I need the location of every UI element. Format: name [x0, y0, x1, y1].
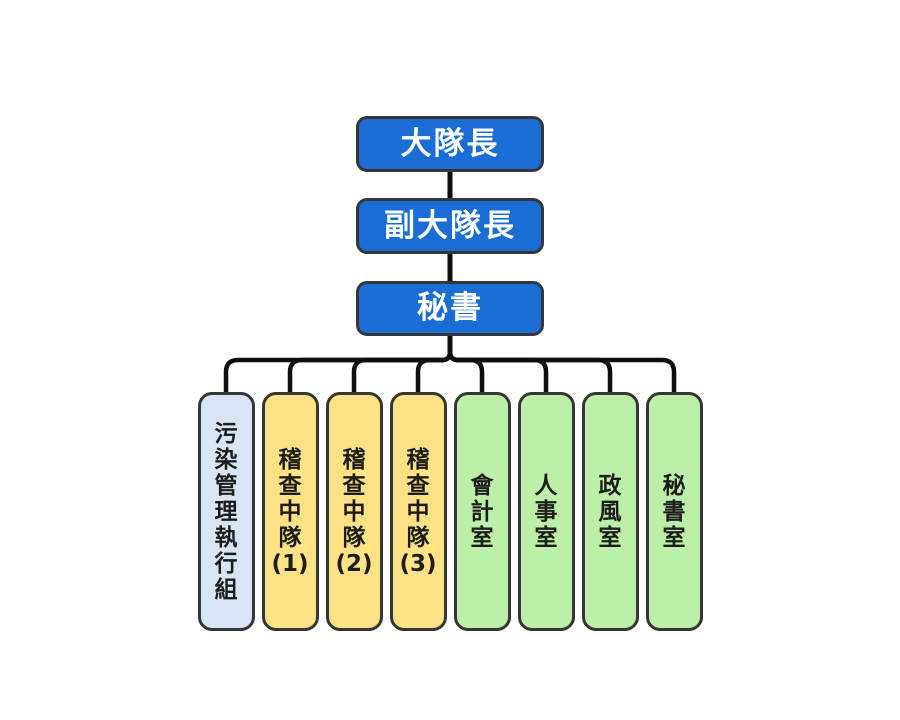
org-unit-box-2: 稽查中隊(1)	[261, 392, 319, 631]
org-unit-label-segment: 稽	[342, 446, 366, 473]
org-unit-label-segment: (3)	[399, 550, 437, 577]
org-unit-label-segment: 行	[214, 550, 238, 577]
org-unit-label-segment: 隊	[342, 524, 366, 551]
org-unit-label-segment: 風	[598, 498, 622, 525]
org-unit-label-segment: 中	[342, 498, 366, 525]
connector-line	[447, 334, 677, 394]
org-level-box-secretary: 秘書	[356, 281, 544, 336]
org-unit-label-segment: 中	[406, 498, 430, 525]
org-unit-label-segment: 污	[214, 420, 238, 447]
org-unit-label-segment: 會	[470, 472, 494, 499]
org-unit-label-segment: 書	[662, 498, 686, 525]
org-unit-label-segment: 人	[534, 472, 558, 499]
org-unit-label-segment: 執	[214, 524, 238, 551]
org-unit-label-segment: 稽	[406, 446, 430, 473]
org-level-label: 大隊長	[400, 125, 500, 162]
org-unit-label-segment: 查	[406, 472, 430, 499]
org-unit-label-segment: 計	[470, 498, 494, 525]
org-unit-label-segment: 室	[470, 524, 494, 551]
org-level-box-deputy-commander: 副大隊長	[356, 198, 544, 254]
org-level-label: 副大隊長	[384, 207, 516, 244]
org-unit-label-segment: 秘	[662, 472, 686, 499]
org-unit-label-segment: 隊	[406, 524, 430, 551]
org-unit-box-6: 人事室	[517, 392, 575, 631]
org-level-label: 秘書	[417, 290, 483, 326]
org-unit-label-segment: 查	[342, 472, 366, 499]
org-unit-label-segment: 組	[214, 576, 238, 603]
org-unit-box-7: 政風室	[581, 392, 639, 631]
org-unit-label-segment: 管	[214, 472, 238, 499]
org-unit-label-segment: 政	[598, 472, 622, 499]
org-unit-label-segment: 理	[214, 498, 238, 525]
connector-line	[223, 334, 453, 394]
org-unit-label-segment: 查	[278, 472, 302, 499]
connector-line	[287, 334, 453, 394]
org-unit-label-segment: 室	[534, 524, 558, 551]
org-unit-label-segment: 室	[662, 524, 686, 551]
connector-line	[351, 334, 453, 394]
org-unit-label-segment: 中	[278, 498, 302, 525]
org-unit-box-4: 稽查中隊(3)	[389, 392, 447, 631]
org-unit-label-segment: 事	[534, 498, 558, 525]
connector-line	[447, 334, 485, 394]
org-unit-label-segment: (2)	[335, 550, 373, 577]
org-unit-box-5: 會計室	[453, 392, 511, 631]
org-unit-box-3: 稽查中隊(2)	[325, 392, 383, 631]
org-unit-box-1: 污染管理執行組	[197, 392, 255, 631]
connector-line	[447, 334, 613, 394]
org-unit-label-segment: 隊	[278, 524, 302, 551]
org-unit-box-8: 秘書室	[645, 392, 703, 631]
org-unit-label-segment: 稽	[278, 446, 302, 473]
org-unit-label-segment: 室	[598, 524, 622, 551]
org-unit-label-segment: (1)	[271, 550, 309, 577]
connector-line	[447, 334, 549, 394]
org-unit-label-segment: 染	[214, 446, 238, 473]
connector-line	[415, 334, 453, 394]
org-level-box-commander: 大隊長	[356, 116, 544, 172]
